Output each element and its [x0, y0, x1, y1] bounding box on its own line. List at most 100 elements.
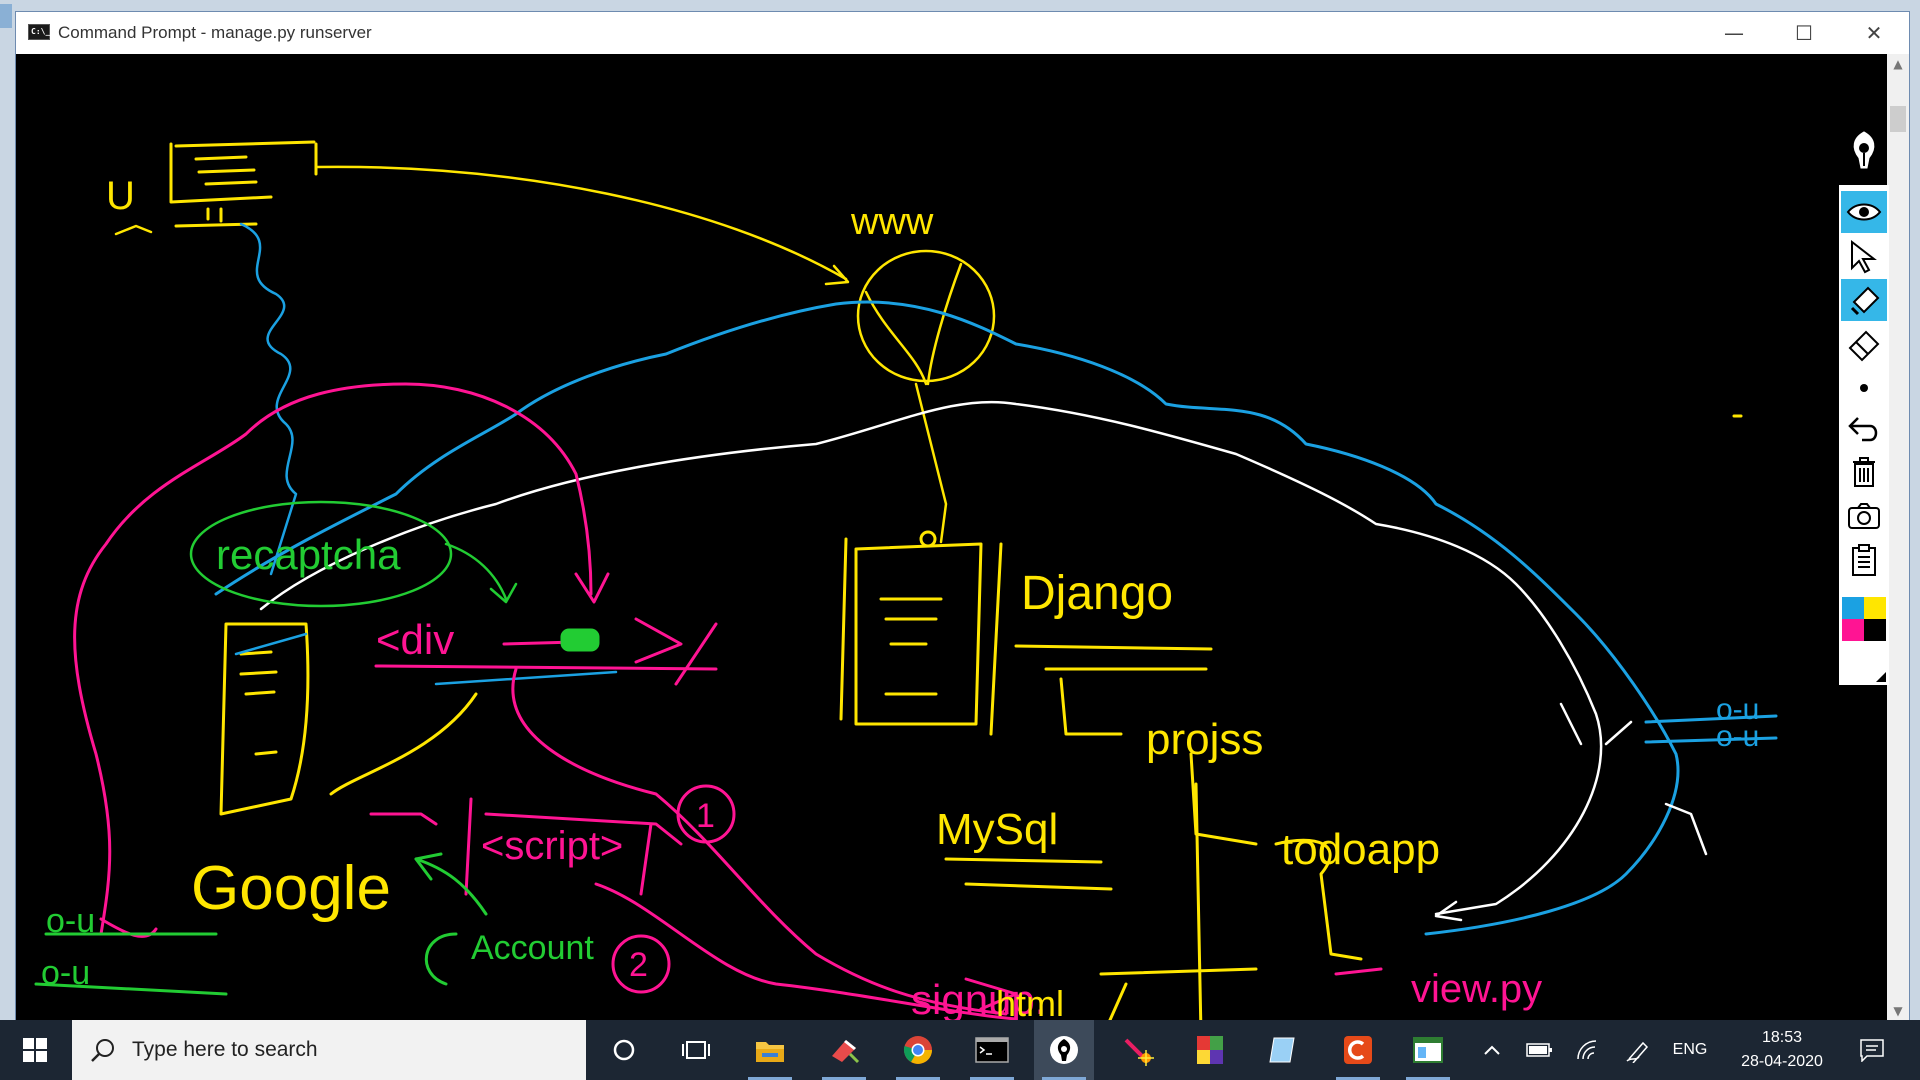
wifi-icon[interactable]	[1568, 1020, 1608, 1080]
cortana-button[interactable]	[594, 1020, 654, 1080]
label-blue-ticks: o-u	[1716, 693, 1759, 726]
swatch-blue[interactable]	[1842, 597, 1864, 619]
label-views: view.py	[1411, 967, 1542, 1011]
scroll-down-arrow-icon[interactable]: ▼	[1893, 1004, 1903, 1018]
camtasia-icon	[1344, 1036, 1372, 1064]
taskbar: Type here to search	[0, 1020, 1920, 1080]
label-signup: signup.	[911, 976, 1046, 1021]
taskbar-epic-pen[interactable]	[1034, 1020, 1094, 1080]
taskbar-file-explorer[interactable]	[740, 1020, 800, 1080]
svg-text:o-u: o-u	[1716, 720, 1759, 753]
label-div: <div	[376, 616, 454, 663]
command-prompt-window: C:\_ Command Prompt - manage.py runserve…	[15, 11, 1910, 1021]
start-button[interactable]	[0, 1020, 70, 1080]
dot-icon[interactable]	[1841, 367, 1887, 409]
close-button[interactable]: ✕	[1865, 21, 1883, 45]
taskbar-app-wand[interactable]	[1108, 1020, 1168, 1080]
internet-cloud-white	[259, 400, 1603, 916]
notifications-icon[interactable]	[1850, 1020, 1894, 1080]
magic-wand-icon	[1124, 1038, 1154, 1066]
windows-logo-icon	[23, 1038, 47, 1062]
django-server-sketch	[839, 530, 1003, 736]
label-google: Google	[191, 854, 391, 923]
task-view-icon	[682, 1041, 710, 1059]
scroll-up-arrow-icon[interactable]: ▲	[1893, 57, 1903, 71]
label-todoapp: todoapp	[1281, 825, 1440, 874]
search-placeholder: Type here to search	[132, 1038, 318, 1061]
desktop-icon-edge	[0, 4, 12, 28]
label-html: html	[996, 983, 1064, 1021]
color-swatches	[1842, 597, 1886, 641]
minimize-button[interactable]: —	[1724, 21, 1744, 45]
pointer-icon[interactable]	[1841, 235, 1887, 277]
label-account: Account	[471, 929, 594, 967]
scroll-thumb[interactable]	[1890, 106, 1906, 132]
paint-icon	[832, 1040, 860, 1064]
taskbar-app-window[interactable]	[1398, 1020, 1458, 1080]
undo-icon[interactable]	[1841, 407, 1887, 449]
pen-tip-icon[interactable]	[1839, 125, 1889, 175]
step-2-circle	[611, 934, 671, 994]
green-ticks	[34, 932, 228, 996]
label-user: U	[106, 174, 135, 218]
eye-icon[interactable]	[1841, 191, 1887, 233]
chrome-icon	[903, 1036, 932, 1064]
whiteboard-drawing: U www o-u o-u	[34, 140, 1778, 1021]
tray-overflow-chevron-icon[interactable]	[1474, 1020, 1510, 1080]
label-www: www	[850, 201, 934, 243]
highlighter-icon[interactable]	[1841, 279, 1887, 321]
swatch-pink[interactable]	[1842, 619, 1864, 641]
camera-icon[interactable]	[1841, 495, 1887, 537]
swatch-black[interactable]	[1864, 619, 1886, 641]
label-projss: projss	[1146, 715, 1263, 764]
title-bar[interactable]: C:\_ Command Prompt - manage.py runserve…	[16, 12, 1909, 54]
taskbar-chrome[interactable]	[888, 1020, 948, 1080]
label-mysql: MySql	[936, 805, 1058, 854]
internet-cloud-blue	[214, 300, 1680, 936]
battery-icon[interactable]	[1520, 1020, 1560, 1080]
system-clock[interactable]: 18:53 28-04-2020	[1720, 1026, 1844, 1074]
taskbar-search-box[interactable]: Type here to search	[72, 1020, 586, 1080]
notepad-icon	[1269, 1037, 1295, 1063]
clock-time: 18:53	[1761, 1029, 1803, 1046]
clipboard-icon[interactable]	[1841, 539, 1887, 581]
maximize-button[interactable]: ☐	[1795, 21, 1813, 45]
taskbar-app-winrar[interactable]	[1180, 1020, 1240, 1080]
folder-icon	[756, 1042, 784, 1062]
label-script: <script>	[481, 824, 623, 868]
swatch-yellow[interactable]	[1864, 597, 1886, 619]
language-indicator[interactable]: ENG	[1672, 1041, 1708, 1058]
label-step-1: 1	[696, 797, 715, 835]
terminal-icon	[975, 1037, 1009, 1063]
label-recaptcha: recaptcha	[216, 531, 401, 578]
console-area[interactable]: U www o-u o-u	[16, 54, 1888, 1021]
vertical-scrollbar[interactable]: ▲ ▼	[1887, 54, 1909, 1021]
window-title: Command Prompt - manage.py runserver	[58, 23, 372, 42]
taskbar-app-camtasia[interactable]	[1328, 1020, 1388, 1080]
green-widget-marker	[560, 628, 600, 652]
pen-app-icon	[1050, 1036, 1078, 1064]
cmd-icon: C:\_	[28, 24, 50, 40]
taskbar-app-notes[interactable]	[1254, 1020, 1314, 1080]
clock-date: 28-04-2020	[1741, 1053, 1823, 1070]
svg-text:o-u: o-u	[41, 954, 90, 992]
task-view-button[interactable]	[666, 1020, 726, 1080]
link-to-www	[314, 165, 848, 281]
cortana-icon	[613, 1039, 635, 1061]
taskbar-command-prompt[interactable]	[962, 1020, 1022, 1080]
tool-panel	[1839, 185, 1889, 685]
pen-ink-icon[interactable]	[1618, 1020, 1658, 1080]
user-to-server-wire	[239, 222, 298, 576]
label-step-2: 2	[629, 946, 648, 984]
user-computer-sketch	[169, 140, 318, 228]
taskbar-app-paint3d[interactable]	[814, 1020, 874, 1080]
archive-icon	[1197, 1036, 1223, 1064]
eraser-icon[interactable]	[1841, 323, 1887, 365]
search-icon	[91, 1039, 114, 1062]
trash-icon[interactable]	[1841, 451, 1887, 493]
resize-grip-icon[interactable]	[1876, 672, 1886, 682]
label-django: Django	[1021, 567, 1173, 620]
recaptcha-ellipse	[189, 500, 453, 608]
google-loop-magenta	[73, 382, 593, 936]
svg-text:o-u: o-u	[46, 902, 95, 940]
